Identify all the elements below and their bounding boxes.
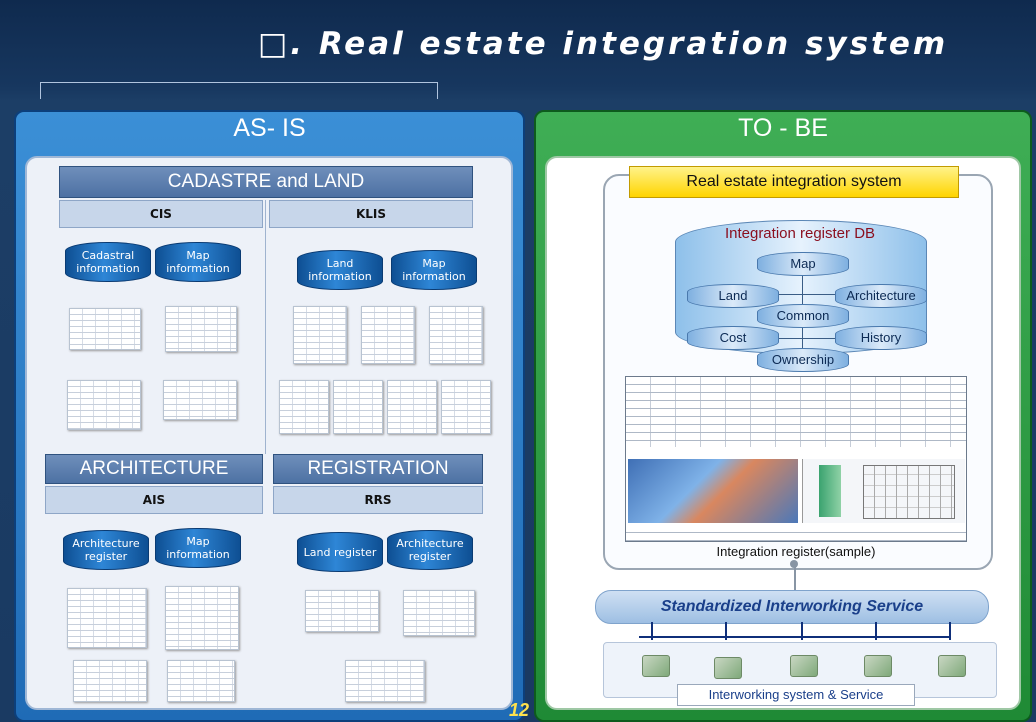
asis-heading: AS- IS	[233, 114, 306, 142]
laptop-icon	[864, 655, 892, 677]
service-bar: Standardized Interworking Service	[595, 590, 989, 624]
architecture-heading: ARCHITECTURE	[45, 454, 263, 484]
building-image	[819, 465, 841, 517]
map-image	[628, 459, 798, 523]
document-thumbnail	[429, 306, 483, 364]
document-thumbnail	[345, 660, 425, 702]
tobe-heading: TO - BE	[738, 114, 828, 142]
page-title: □. Real estate integration system	[258, 26, 949, 62]
db-connector	[755, 338, 851, 339]
document-thumbnail	[361, 306, 415, 364]
connector-dot	[790, 560, 798, 568]
db-item-land: Land	[687, 284, 779, 308]
document-thumbnail	[73, 660, 147, 702]
cadastre-heading: CADASTRE and LAND	[59, 166, 473, 198]
bus-drop	[801, 622, 803, 640]
document-thumbnail	[69, 308, 141, 350]
document-thumbnail	[441, 380, 491, 434]
document-thumbnail	[305, 590, 379, 632]
tobe-panel: TO - BE Real estate integration system I…	[534, 110, 1032, 722]
architecture-register-db: Architecture register	[387, 530, 473, 570]
column-divider	[265, 200, 266, 454]
db-connector	[755, 294, 851, 295]
land-register-db: Land register	[297, 532, 383, 572]
tobe-content: Real estate integration system Integrati…	[545, 156, 1021, 710]
building-drawing	[802, 459, 965, 523]
rrs-label: RRS	[273, 486, 483, 514]
service-bus-line	[639, 622, 949, 638]
db-item-cost: Cost	[687, 326, 779, 350]
asis-panel: AS- IS CADASTRE and LAND CIS KLIS Cadast…	[14, 110, 525, 722]
bus-drop	[725, 622, 727, 640]
document-thumbnail	[165, 586, 239, 650]
integration-system-label: Real estate integration system	[629, 166, 959, 198]
document-thumbnail	[279, 380, 329, 434]
cadastral-information-db: Cadastral information	[65, 242, 151, 282]
map-information-db: Map information	[391, 250, 477, 290]
document-thumbnail	[387, 380, 437, 434]
floor-plan	[863, 465, 955, 519]
network-icon	[938, 655, 966, 677]
db-item-map: Map	[757, 252, 849, 276]
server-icon	[642, 655, 670, 677]
bus-drop	[651, 622, 653, 640]
connector-line	[794, 566, 796, 590]
integration-register-sample	[625, 376, 967, 542]
register-footer-lines	[626, 525, 966, 541]
cis-label: CIS	[59, 200, 263, 228]
bus-drop	[875, 622, 877, 640]
map-information-db: Map information	[155, 528, 241, 568]
ais-label: AIS	[45, 486, 263, 514]
computer-icon	[714, 657, 742, 679]
klis-label: KLIS	[269, 200, 473, 228]
service-caption: Interworking system & Service	[677, 684, 915, 706]
document-thumbnail	[165, 306, 237, 352]
asis-content: CADASTRE and LAND CIS KLIS Cadastral inf…	[25, 156, 513, 710]
architecture-register-db: Architecture register	[63, 530, 149, 570]
document-thumbnail	[67, 588, 147, 648]
page-number: 12	[509, 700, 530, 720]
db-item-architecture: Architecture	[835, 284, 927, 308]
integration-db-title: Integration register DB	[724, 225, 876, 242]
registration-heading: REGISTRATION	[273, 454, 483, 484]
register-table-lines	[626, 377, 966, 447]
land-information-db: Land information	[297, 250, 383, 290]
document-thumbnail	[167, 660, 235, 702]
device-icon	[790, 655, 818, 677]
document-thumbnail	[163, 380, 237, 420]
document-thumbnail	[67, 380, 141, 430]
document-thumbnail	[403, 590, 475, 636]
bus-drop	[949, 622, 951, 640]
db-item-history: History	[835, 326, 927, 350]
sample-caption: Integration register(sample)	[716, 544, 876, 559]
document-thumbnail	[293, 306, 347, 364]
document-thumbnail	[333, 380, 383, 434]
db-item-common: Common	[757, 304, 849, 328]
title-bracket-line	[40, 82, 438, 99]
map-information-db: Map information	[155, 242, 241, 282]
db-item-ownership: Ownership	[757, 348, 849, 372]
